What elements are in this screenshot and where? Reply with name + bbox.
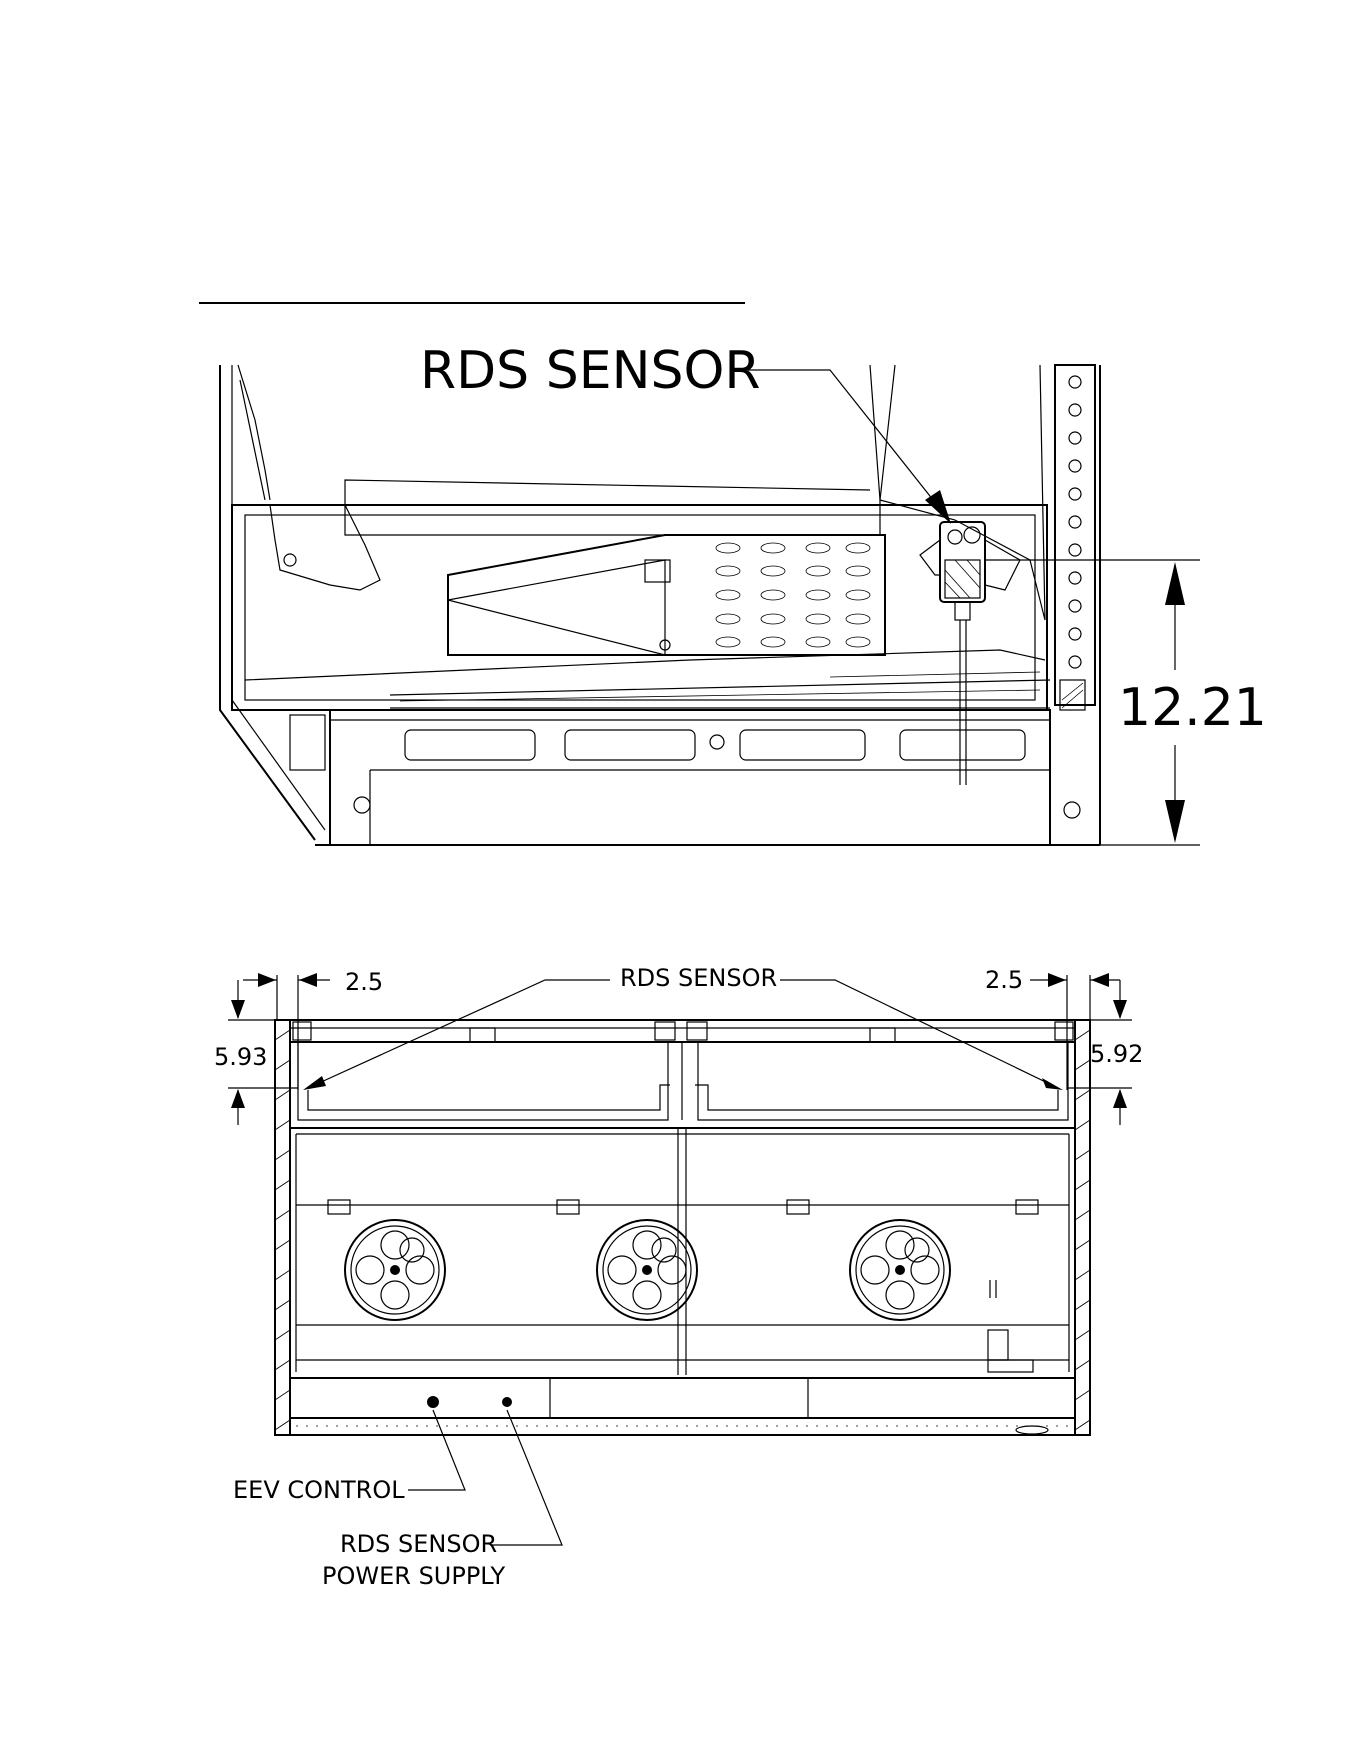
- right-depth-label: 5.92: [1090, 1042, 1143, 1066]
- top-view: [228, 973, 1132, 1545]
- fan-left: [345, 1220, 445, 1320]
- side-view: [220, 365, 1200, 845]
- top-sensor-leader-left: [308, 980, 610, 1088]
- fan-center: [597, 1220, 697, 1320]
- eev-control-knob: [427, 1396, 439, 1408]
- pan-slots: [400, 672, 1040, 701]
- side-sensor-label: RDS SENSOR: [420, 345, 761, 397]
- power-supply-knob: [502, 1397, 512, 1407]
- power-supply-leader: [490, 1410, 562, 1545]
- height-dimension-label: 12.21: [1118, 682, 1267, 734]
- eev-leader: [408, 1410, 465, 1490]
- left-offset-label: 2.5: [345, 970, 383, 994]
- top-sensor-label: RDS SENSOR: [620, 966, 777, 990]
- left-depth-label: 5.93: [214, 1045, 267, 1069]
- side-sensor-leader: [748, 370, 945, 515]
- top-sensor-leader-right: [780, 980, 1058, 1088]
- coil-slots: [716, 543, 870, 647]
- fan-right: [850, 1220, 950, 1320]
- right-offset-label: 2.5: [985, 968, 1023, 992]
- rail-holes: [1069, 376, 1081, 668]
- power-supply-label-line2: POWER SUPPLY: [322, 1564, 505, 1588]
- power-supply-label-line1: RDS SENSOR: [340, 1532, 497, 1556]
- eev-control-label: EEV CONTROL: [233, 1478, 405, 1502]
